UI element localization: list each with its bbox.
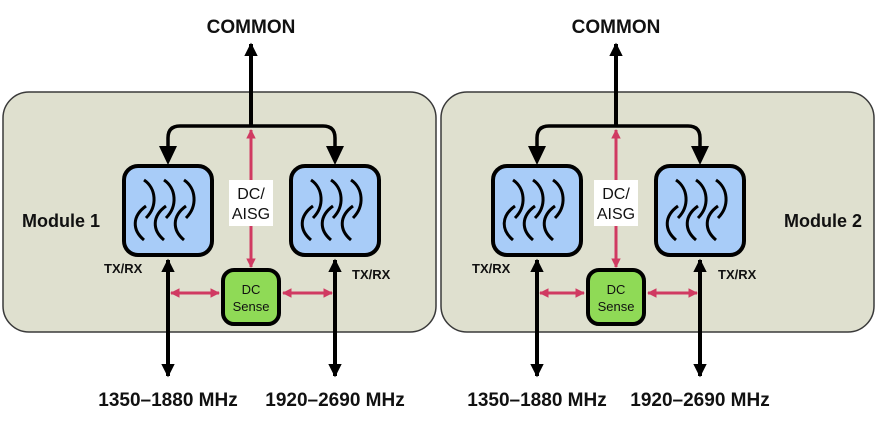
left-txrx-label: TX/RX [104,261,143,276]
left-txrx-label: TX/RX [472,261,511,276]
filter-box [122,164,214,257]
module-2: COMMON DC/AISG DC Sense TX/RX TX/RX Module 2 13… [467,17,862,411]
left-filter [122,164,214,257]
dc-aisg-label-line2: AISG [597,206,635,223]
common-branch-line [535,124,702,160]
common-branch-line [166,124,337,160]
module-label: Module 1 [22,211,100,231]
dc-aisg-label-bg [229,180,273,226]
dc-sense-box [586,268,646,326]
left-band-label: 1350–1880 MHz [467,390,606,411]
module-label: Module 2 [784,211,862,231]
dc-aisg-label-line2: AISG [232,206,270,223]
filter-box [654,164,746,257]
dc-sense-label-line1: DC [607,282,626,297]
right-band-label: 1920–2690 MHz [630,390,769,411]
dc-aisg-label-bg [594,180,638,226]
filter-box [289,164,381,257]
dc-sense-label-line2: Sense [598,299,635,314]
module-1-panel [2,91,437,333]
dc-sense-box [221,268,281,326]
right-filter-arrowhead [326,146,344,165]
common-port-label: COMMON [207,17,296,38]
right-filter [289,164,381,257]
right-txrx-label: TX/RX [718,267,757,282]
right-band-label: 1920–2690 MHz [265,390,404,411]
right-filter [654,164,746,257]
left-filter [491,164,583,257]
right-txrx-label: TX/RX [352,267,391,282]
dc-aisg-label-line1: DC/ [237,186,265,203]
left-filter-arrowhead [528,146,546,165]
filter-box [491,164,583,257]
left-filter-arrowhead [159,146,177,165]
common-port-label: COMMON [572,17,661,38]
right-filter-arrowhead [691,146,709,165]
module-1: COMMON DC/AISG DC Sense TX/RX TX/RX Module 1 13… [22,17,405,411]
left-band-label: 1350–1880 MHz [98,390,237,411]
dc-aisg-label-line1: DC/ [602,186,630,203]
dc-sense-label-line1: DC [242,282,261,297]
dc-sense-label-line2: Sense [233,299,270,314]
